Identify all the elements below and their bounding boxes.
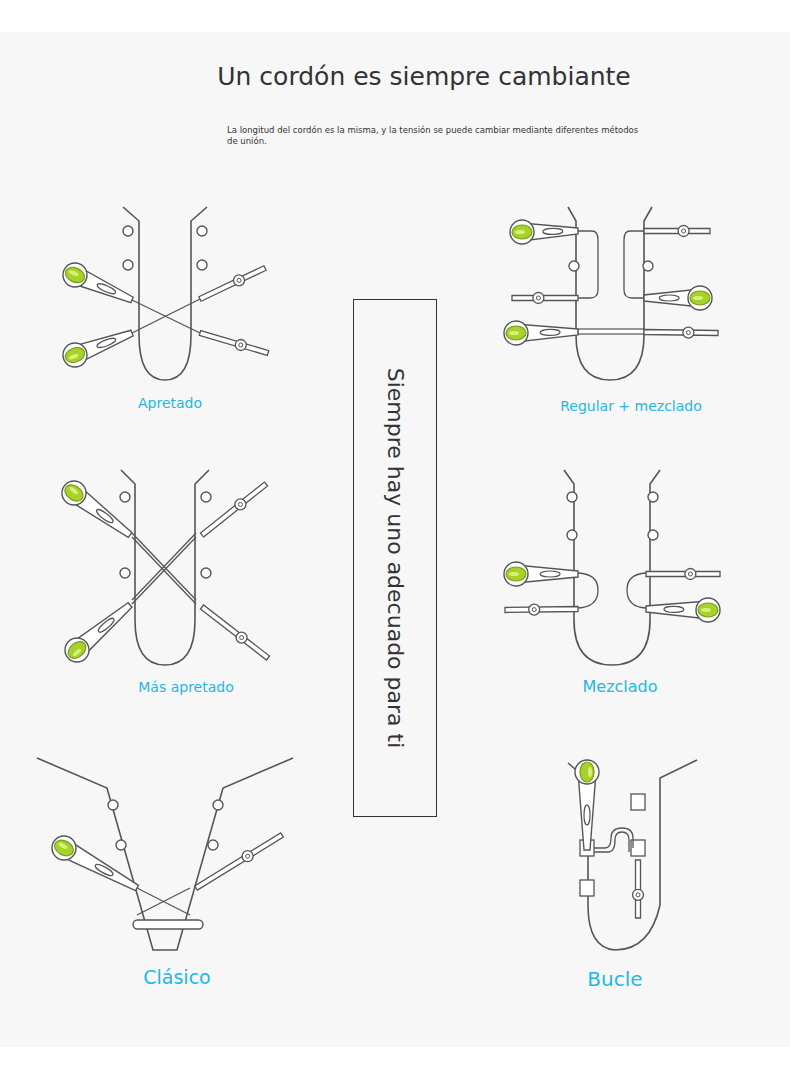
lace [594, 828, 633, 852]
eyelet [643, 261, 653, 271]
lace-tip [644, 226, 710, 237]
lace-clip [510, 220, 578, 244]
lace-clip [63, 330, 133, 367]
vertical-slogan: Siempre hay uno adecuado para ti [383, 368, 408, 749]
eyelet [567, 530, 577, 540]
eyelet [123, 226, 133, 236]
lace-tip [200, 605, 269, 660]
lace-clip [62, 481, 132, 537]
lace [133, 920, 203, 929]
eyelet [631, 794, 645, 810]
lace [578, 329, 644, 334]
eyelet [648, 530, 658, 540]
eyelet [123, 260, 133, 270]
lace [627, 573, 646, 608]
lace-tip [195, 833, 284, 890]
lace-tip [633, 860, 644, 918]
lace [578, 573, 598, 608]
lace-clip [504, 321, 578, 345]
shoe-opening [123, 207, 207, 380]
lace-clip [504, 562, 578, 586]
eyelet [648, 492, 658, 502]
vertical-text-box: Siempre hay uno adecuado para ti [353, 299, 437, 817]
eyelet [567, 492, 577, 502]
lace-tip [505, 604, 578, 615]
method-label: Más apretado [136, 679, 235, 695]
lace-tip [646, 569, 720, 580]
lace [132, 533, 196, 600]
lace-clip [575, 760, 599, 850]
shoe-outline [123, 207, 207, 380]
lace [578, 231, 598, 298]
lace-tip [200, 482, 267, 537]
shoe-opening [121, 470, 209, 665]
eyelet [201, 568, 211, 578]
lace-tip [199, 266, 266, 302]
shoe-outline [568, 760, 697, 950]
eyelet [120, 568, 130, 578]
eyelet [108, 800, 118, 810]
lace [132, 537, 196, 604]
lace-clip [63, 263, 133, 303]
lace-clip [646, 598, 720, 622]
eyelet [120, 492, 130, 502]
lace-tip [512, 293, 578, 304]
lace-clip [65, 603, 132, 662]
shoe-outline [121, 470, 209, 665]
subtitle-note: La longitud del cordón es la misma, y la… [225, 125, 649, 146]
eyelet [201, 492, 211, 502]
lace [137, 888, 190, 915]
shoe-outline [568, 207, 652, 380]
eyelet [197, 260, 207, 270]
method-label: Clásico [141, 966, 212, 988]
eyelet [197, 226, 207, 236]
method-label: Regular + mezclado [558, 398, 704, 414]
page-title: Un cordón es siempre cambiante [217, 62, 631, 91]
eyelet [569, 261, 579, 271]
eyelet [213, 800, 223, 810]
lace-tip [644, 327, 718, 338]
lace [624, 231, 644, 298]
lace-tip [199, 331, 268, 356]
eyelet [208, 840, 218, 850]
shoe-outline [564, 470, 660, 665]
shoe-opening [564, 470, 660, 665]
lace [132, 533, 196, 600]
lace-clip [52, 836, 139, 891]
method-label: Bucle [585, 967, 644, 991]
lace [137, 888, 190, 915]
method-label: Mezclado [580, 677, 659, 696]
shoe-outline [37, 758, 293, 950]
eyelet [116, 840, 126, 850]
lace-clip [644, 286, 712, 310]
lace [132, 300, 200, 333]
lace [132, 299, 200, 333]
lace [132, 537, 196, 604]
eyelet [580, 880, 594, 896]
method-label: Apretado [136, 395, 204, 411]
shoe-opening [568, 207, 652, 380]
